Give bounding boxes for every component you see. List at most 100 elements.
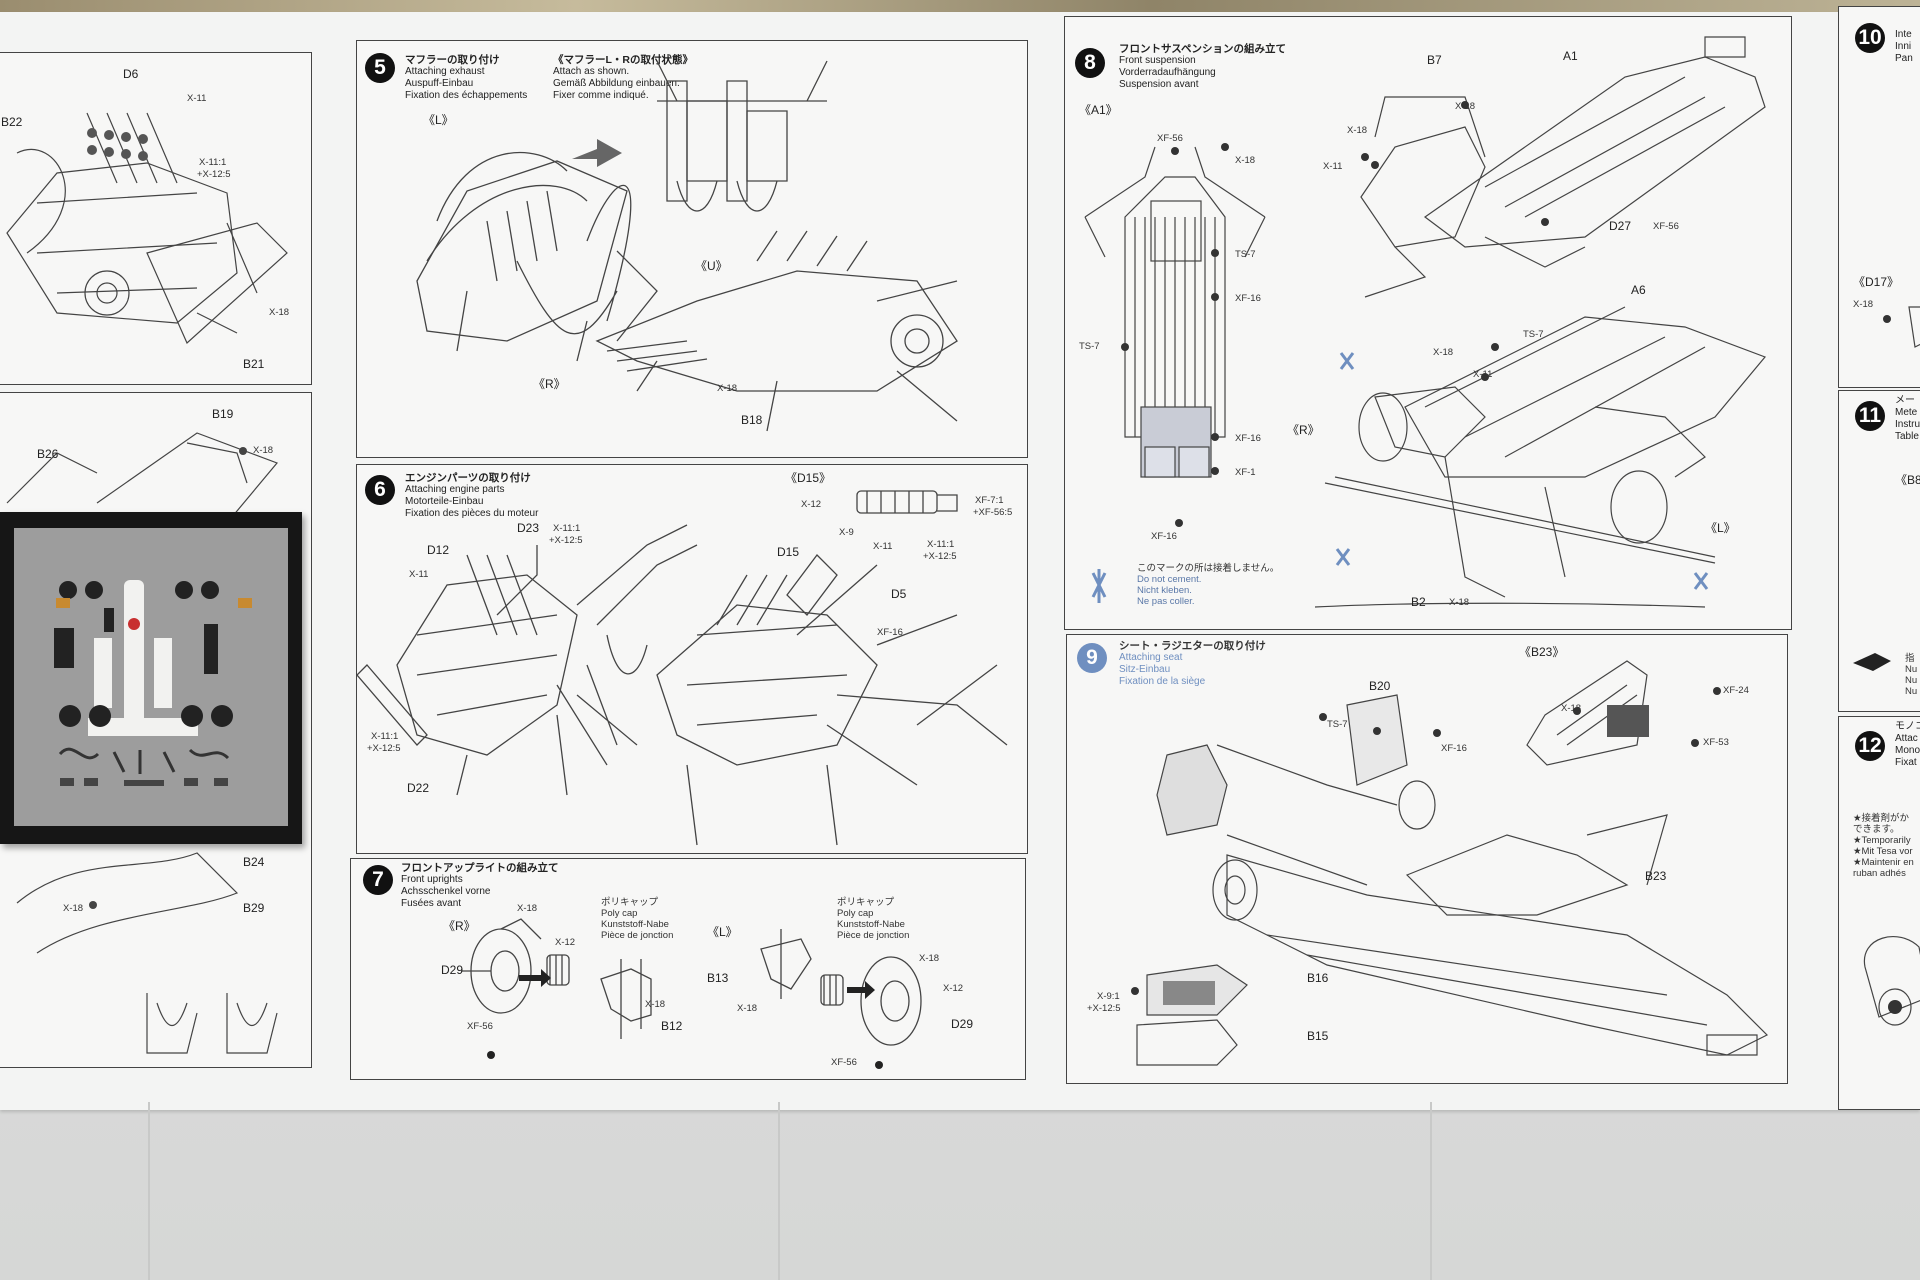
title-de: Inni: [1895, 41, 1912, 52]
label-b26: B26: [37, 447, 59, 461]
label-x12: X-12: [801, 499, 822, 510]
title-ja: メー: [1895, 395, 1915, 406]
label-x18c: X-18: [1347, 125, 1368, 136]
step-11-drawing: [1853, 653, 1891, 671]
step-number: 8: [1075, 48, 1105, 78]
label-xf16c: XF-16: [1151, 531, 1177, 542]
label-ts7b: TS-7: [1079, 341, 1100, 352]
note-en: Attach as shown.: [553, 66, 630, 77]
label-b18: B18: [741, 413, 763, 427]
step-number: 12: [1855, 731, 1885, 761]
polycap2-en: Poly cap: [837, 908, 874, 919]
label-x11b: X-11: [1473, 369, 1493, 380]
polycap-note-l: ポリキャップ Poly cap Kunststoff-Nabe Pièce de…: [837, 897, 909, 941]
label-mix-c: X-11:1: [553, 523, 581, 534]
label-mix-a: X-11:1: [927, 539, 955, 550]
front-suspension-drawing: [1084, 36, 1767, 608]
label-xf56: +XF-56:5: [973, 507, 1013, 518]
label-mix-a: X-11:1: [199, 157, 227, 168]
polycap-note-r: ポリキャップ Poly cap Kunststoff-Nabe Pièce de…: [601, 897, 673, 941]
label-r: 《R》: [443, 919, 476, 933]
warn-ja: このマークの所は接着しません。: [1137, 563, 1280, 574]
label-x18: X-18: [717, 383, 738, 394]
step-12-note: ★接着剤がか できます。 ★Temporarily ★Mit Tesa vor …: [1853, 813, 1914, 879]
label-d15-top: 《D15》: [785, 471, 832, 485]
rollbar-drawing: [6, 432, 279, 1054]
wall-seam: [1430, 1102, 1432, 1280]
engine-parts-drawing: [356, 490, 1008, 846]
label-d17: 《D17》: [1853, 275, 1900, 289]
step-title: Inte Inni Pan: [1895, 29, 1913, 65]
label-x18e: X-18: [1449, 597, 1470, 608]
label-x12b: X-12: [943, 983, 964, 994]
seat-radiator-drawing: [1131, 660, 1769, 1066]
panel-step-10-partial: 10 Inte Inni Pan 《D17》 X-18: [1838, 6, 1920, 388]
note-6: ruban adhés: [1853, 868, 1906, 879]
polycap-de: Kunststoff-Nabe: [601, 919, 669, 930]
label-b20: B20: [1369, 679, 1391, 693]
label-r: 《R》: [1287, 423, 1320, 437]
title-en: Front uprights: [401, 874, 463, 885]
label-x11: X-11: [1323, 161, 1343, 172]
label-d22: D22: [407, 781, 430, 795]
label-a6: A6: [1631, 283, 1646, 297]
label-mix-f: +X-12:5: [367, 743, 401, 754]
note-2: できます。: [1853, 824, 1900, 835]
label-xf56b: XF-56: [831, 1057, 857, 1068]
label-l: 《L》: [707, 925, 738, 939]
label-r: 《R》: [533, 377, 566, 391]
step-title: マフラーの取り付け Attaching exhaust Auspuff-Einb…: [405, 54, 527, 102]
no-cement-warning: このマークの所は接着しません。 Do not cement. Nicht kle…: [1137, 563, 1279, 607]
label-xf1: XF-1: [1235, 467, 1256, 478]
panel-step-5: 5 マフラーの取り付け Attaching exhaust Auspuff-Ei…: [356, 40, 1028, 458]
title-fr: Fusées avant: [401, 898, 462, 909]
note-fr: Fixer comme indiqué.: [553, 90, 649, 101]
wall-seam: [778, 1102, 780, 1280]
label-d5: D5: [891, 587, 907, 601]
step-10-drawing: [1883, 306, 1920, 348]
step-number: 11: [1855, 401, 1885, 431]
title-de: Achsschenkel vorne: [401, 886, 491, 897]
polycap-ja: ポリキャップ: [601, 897, 659, 908]
label-x18: X-18: [1561, 703, 1582, 714]
label-b23: B23: [1645, 869, 1667, 883]
title-en: Inte: [1895, 29, 1912, 40]
step-number: 7: [363, 865, 393, 895]
label-x18c: X-18: [63, 903, 84, 914]
framed-display-box: [0, 512, 302, 844]
warn-fr: Ne pas coller.: [1137, 596, 1195, 607]
label-xf56a: XF-56: [467, 1021, 493, 1032]
step-title: フロントサスペンションの組み立て Front suspension Vorder…: [1119, 43, 1286, 91]
label-x18b: X-18: [253, 445, 274, 456]
step-11-note: 指 Nu Nu Nu: [1905, 653, 1917, 697]
step-title: メー Mete Instru Table: [1895, 395, 1920, 443]
label-d27: D27: [1609, 219, 1632, 233]
frame-glass: [14, 528, 288, 826]
step-12-drawing: [1863, 936, 1920, 1026]
panel-step-12-partial: 12 モノコ Attac Mono Fixat ★接着剤がか できます。 ★Te…: [1838, 716, 1920, 1110]
title-ja: シート・ラジエターの取り付け: [1119, 640, 1266, 652]
step-title: シート・ラジエターの取り付け Attaching seat Sitz-Einba…: [1119, 640, 1266, 688]
engine-frame-drawing: [6, 112, 288, 344]
title-ja: モノコ: [1895, 721, 1920, 732]
label-ts7c: TS-7: [1523, 329, 1544, 340]
step-number: 9: [1077, 643, 1107, 673]
step-title: エンジンパーツの取り付け Attaching engine parts Moto…: [405, 472, 538, 520]
label-xf56b: XF-56: [1653, 221, 1679, 232]
label-mix-b: +X-12:5: [1087, 1003, 1121, 1014]
panel-step-11-partial: 11 メー Mete Instru Table 《B8 指 Nu Nu Nu: [1838, 390, 1920, 712]
panel-step-6: 6 エンジンパーツの取り付け Attaching engine parts Mo…: [356, 464, 1028, 854]
panel-step-9: 9 シート・ラジエターの取り付け Attaching seat Sitz-Ein…: [1066, 634, 1788, 1084]
note-b: Nu: [1905, 664, 1918, 675]
exhaust-assembly-drawing: [416, 60, 958, 432]
label-mix-a: X-9:1: [1097, 991, 1120, 1002]
label-x18c: X-18: [737, 1003, 758, 1014]
title-en: Attaching engine parts: [405, 484, 505, 495]
title-en: Attaching exhaust: [405, 66, 485, 77]
label-b16: B16: [1307, 971, 1329, 985]
note-c: Nu: [1905, 675, 1918, 686]
label-b8: 《B8: [1895, 473, 1920, 487]
title-de: Mono: [1895, 745, 1920, 756]
label-xf16: XF-16: [1235, 293, 1261, 304]
label-b24: B24: [243, 855, 265, 869]
